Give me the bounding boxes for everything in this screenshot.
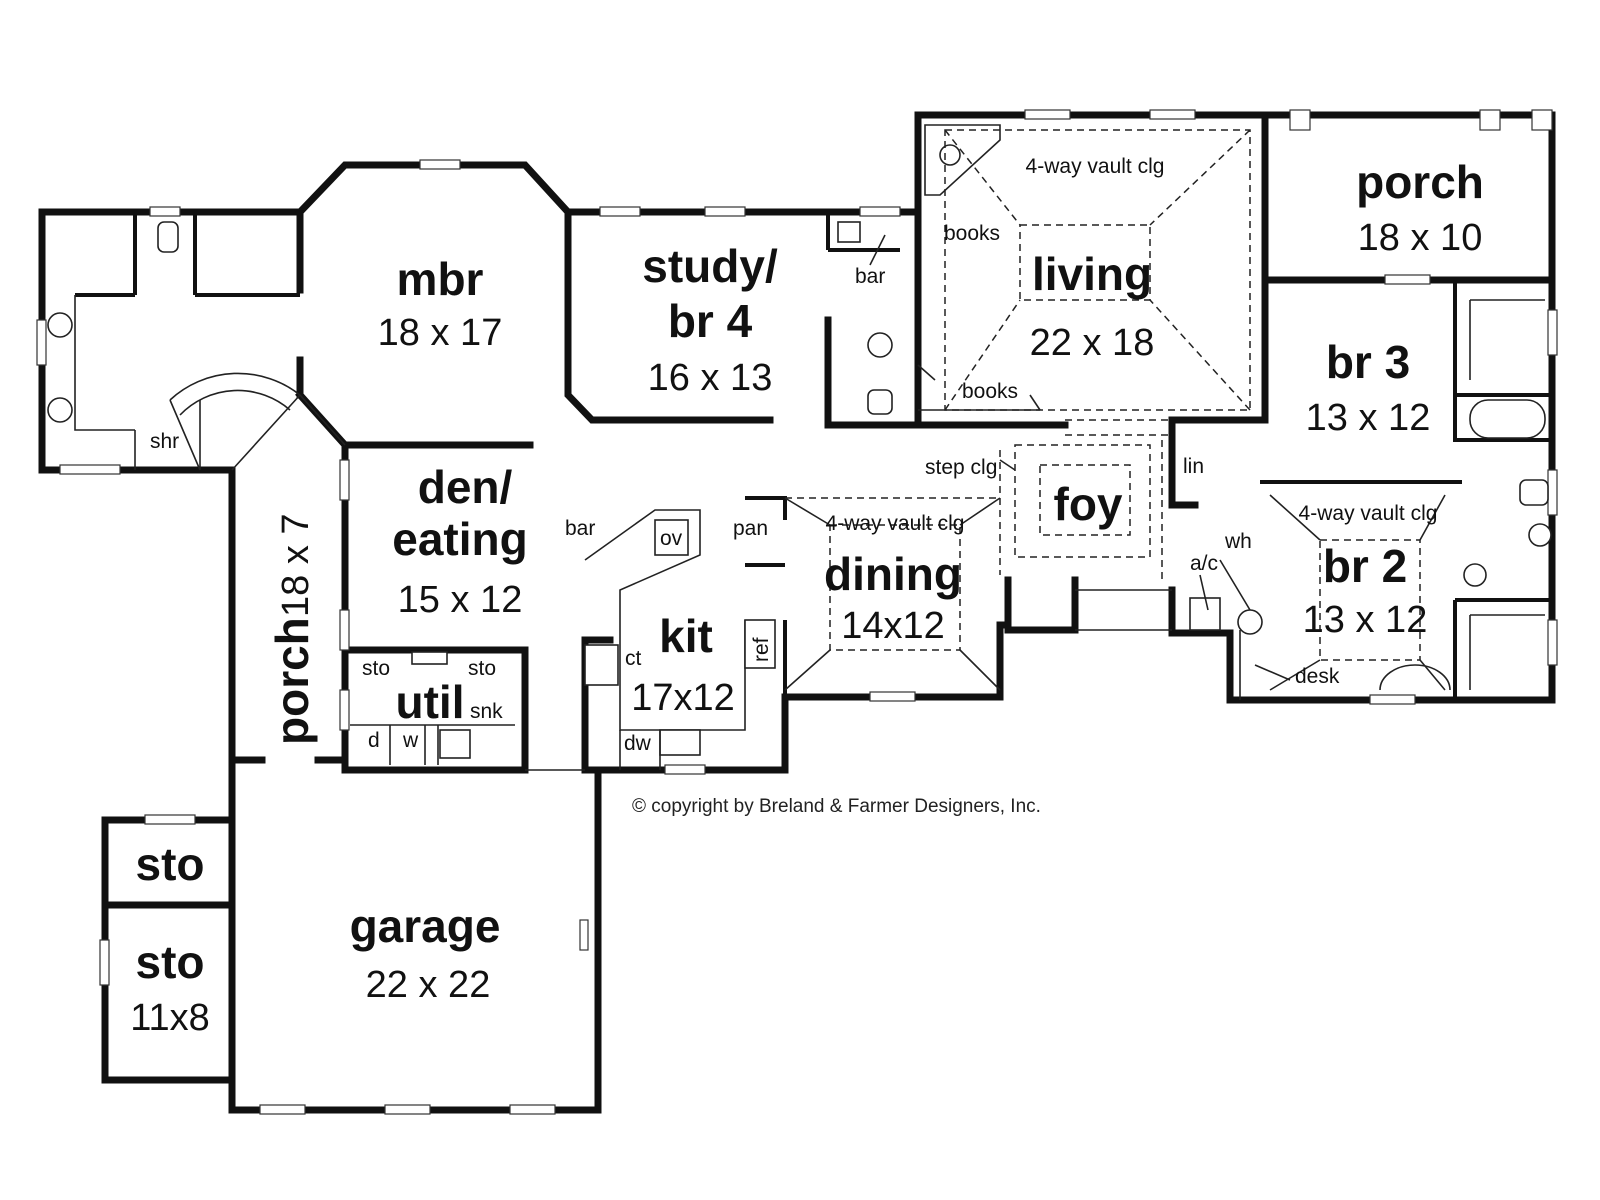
br3-dimensions: 13 x 12	[1306, 397, 1431, 439]
mbr-dimensions: 18 x 17	[378, 312, 503, 354]
oven-label: ov	[660, 527, 683, 550]
study-label-line2: br 4	[668, 295, 753, 347]
den-dimensions: 15 x 12	[398, 579, 523, 621]
util-sto-right-label: sto	[468, 657, 496, 680]
dishwasher-label: dw	[624, 732, 652, 755]
br2-label: br 2	[1323, 540, 1407, 592]
util-label: util	[396, 676, 465, 728]
washer-label: w	[402, 729, 419, 752]
bar-label-kitchen: bar	[565, 517, 595, 540]
sto-b-label: sto	[136, 936, 205, 988]
side-porch-label: porch	[266, 617, 318, 745]
living-dimensions: 22 x 18	[1030, 322, 1155, 364]
copyright-notice: © copyright by Breland & Farmer Designer…	[632, 796, 1041, 817]
dining-ceiling-note: 4-way vault clg	[826, 512, 965, 535]
mbr-label: mbr	[397, 253, 484, 305]
garage-dimensions: 22 x 22	[366, 964, 491, 1006]
sto-a-label: sto	[136, 838, 205, 890]
annotation-labels: shr books books bar bar ov pan ct ref dw…	[150, 222, 1340, 755]
study-label: study/	[642, 240, 778, 292]
step-ceiling-label: step clg	[925, 456, 997, 479]
rear-porch-label: porch	[1356, 156, 1484, 208]
study-dimensions: 16 x 13	[648, 357, 773, 399]
br2-dimensions: 13 x 12	[1303, 599, 1428, 641]
sink-label: snk	[470, 700, 503, 723]
dryer-label: d	[368, 729, 380, 752]
shr-label: shr	[150, 430, 179, 453]
den-label-line2: eating	[392, 513, 527, 565]
living-ceiling-note: 4-way vault clg	[1026, 155, 1165, 178]
desk-label: desk	[1295, 665, 1340, 688]
kit-label: kit	[659, 610, 713, 662]
den-label: den/	[418, 461, 513, 513]
foy-label: foy	[1054, 478, 1123, 530]
living-label: living	[1032, 248, 1152, 300]
room-labels: mbr 18 x 17 study/ br 4 16 x 13 living 2…	[130, 155, 1484, 1039]
walls	[38, 111, 1556, 1114]
books-label-bottom: books	[962, 380, 1018, 403]
util-sto-left-label: sto	[362, 657, 390, 680]
dining-label: dining	[824, 548, 962, 600]
br3-label: br 3	[1326, 336, 1410, 388]
garage-label: garage	[350, 900, 501, 952]
water-heater-label: wh	[1224, 530, 1252, 553]
ref-label: ref	[750, 637, 773, 662]
br2-ceiling-note: 4-way vault clg	[1299, 502, 1438, 525]
windows	[36, 109, 1558, 1115]
dining-dimensions: 14x12	[841, 605, 945, 647]
ac-label: a/c	[1190, 552, 1218, 575]
rear-porch-dimensions: 18 x 10	[1358, 217, 1483, 259]
pantry-label: pan	[733, 517, 768, 540]
linen-label: lin	[1183, 455, 1204, 478]
fixtures	[47, 124, 1552, 771]
books-label-top: books	[944, 222, 1000, 245]
bar-label-study: bar	[855, 265, 885, 288]
side-porch-dimensions: 18 x 7	[275, 513, 317, 617]
cooktop-label: ct	[625, 647, 642, 670]
kit-dimensions: 17x12	[631, 677, 735, 719]
sto-b-dimensions: 11x8	[130, 997, 210, 1039]
